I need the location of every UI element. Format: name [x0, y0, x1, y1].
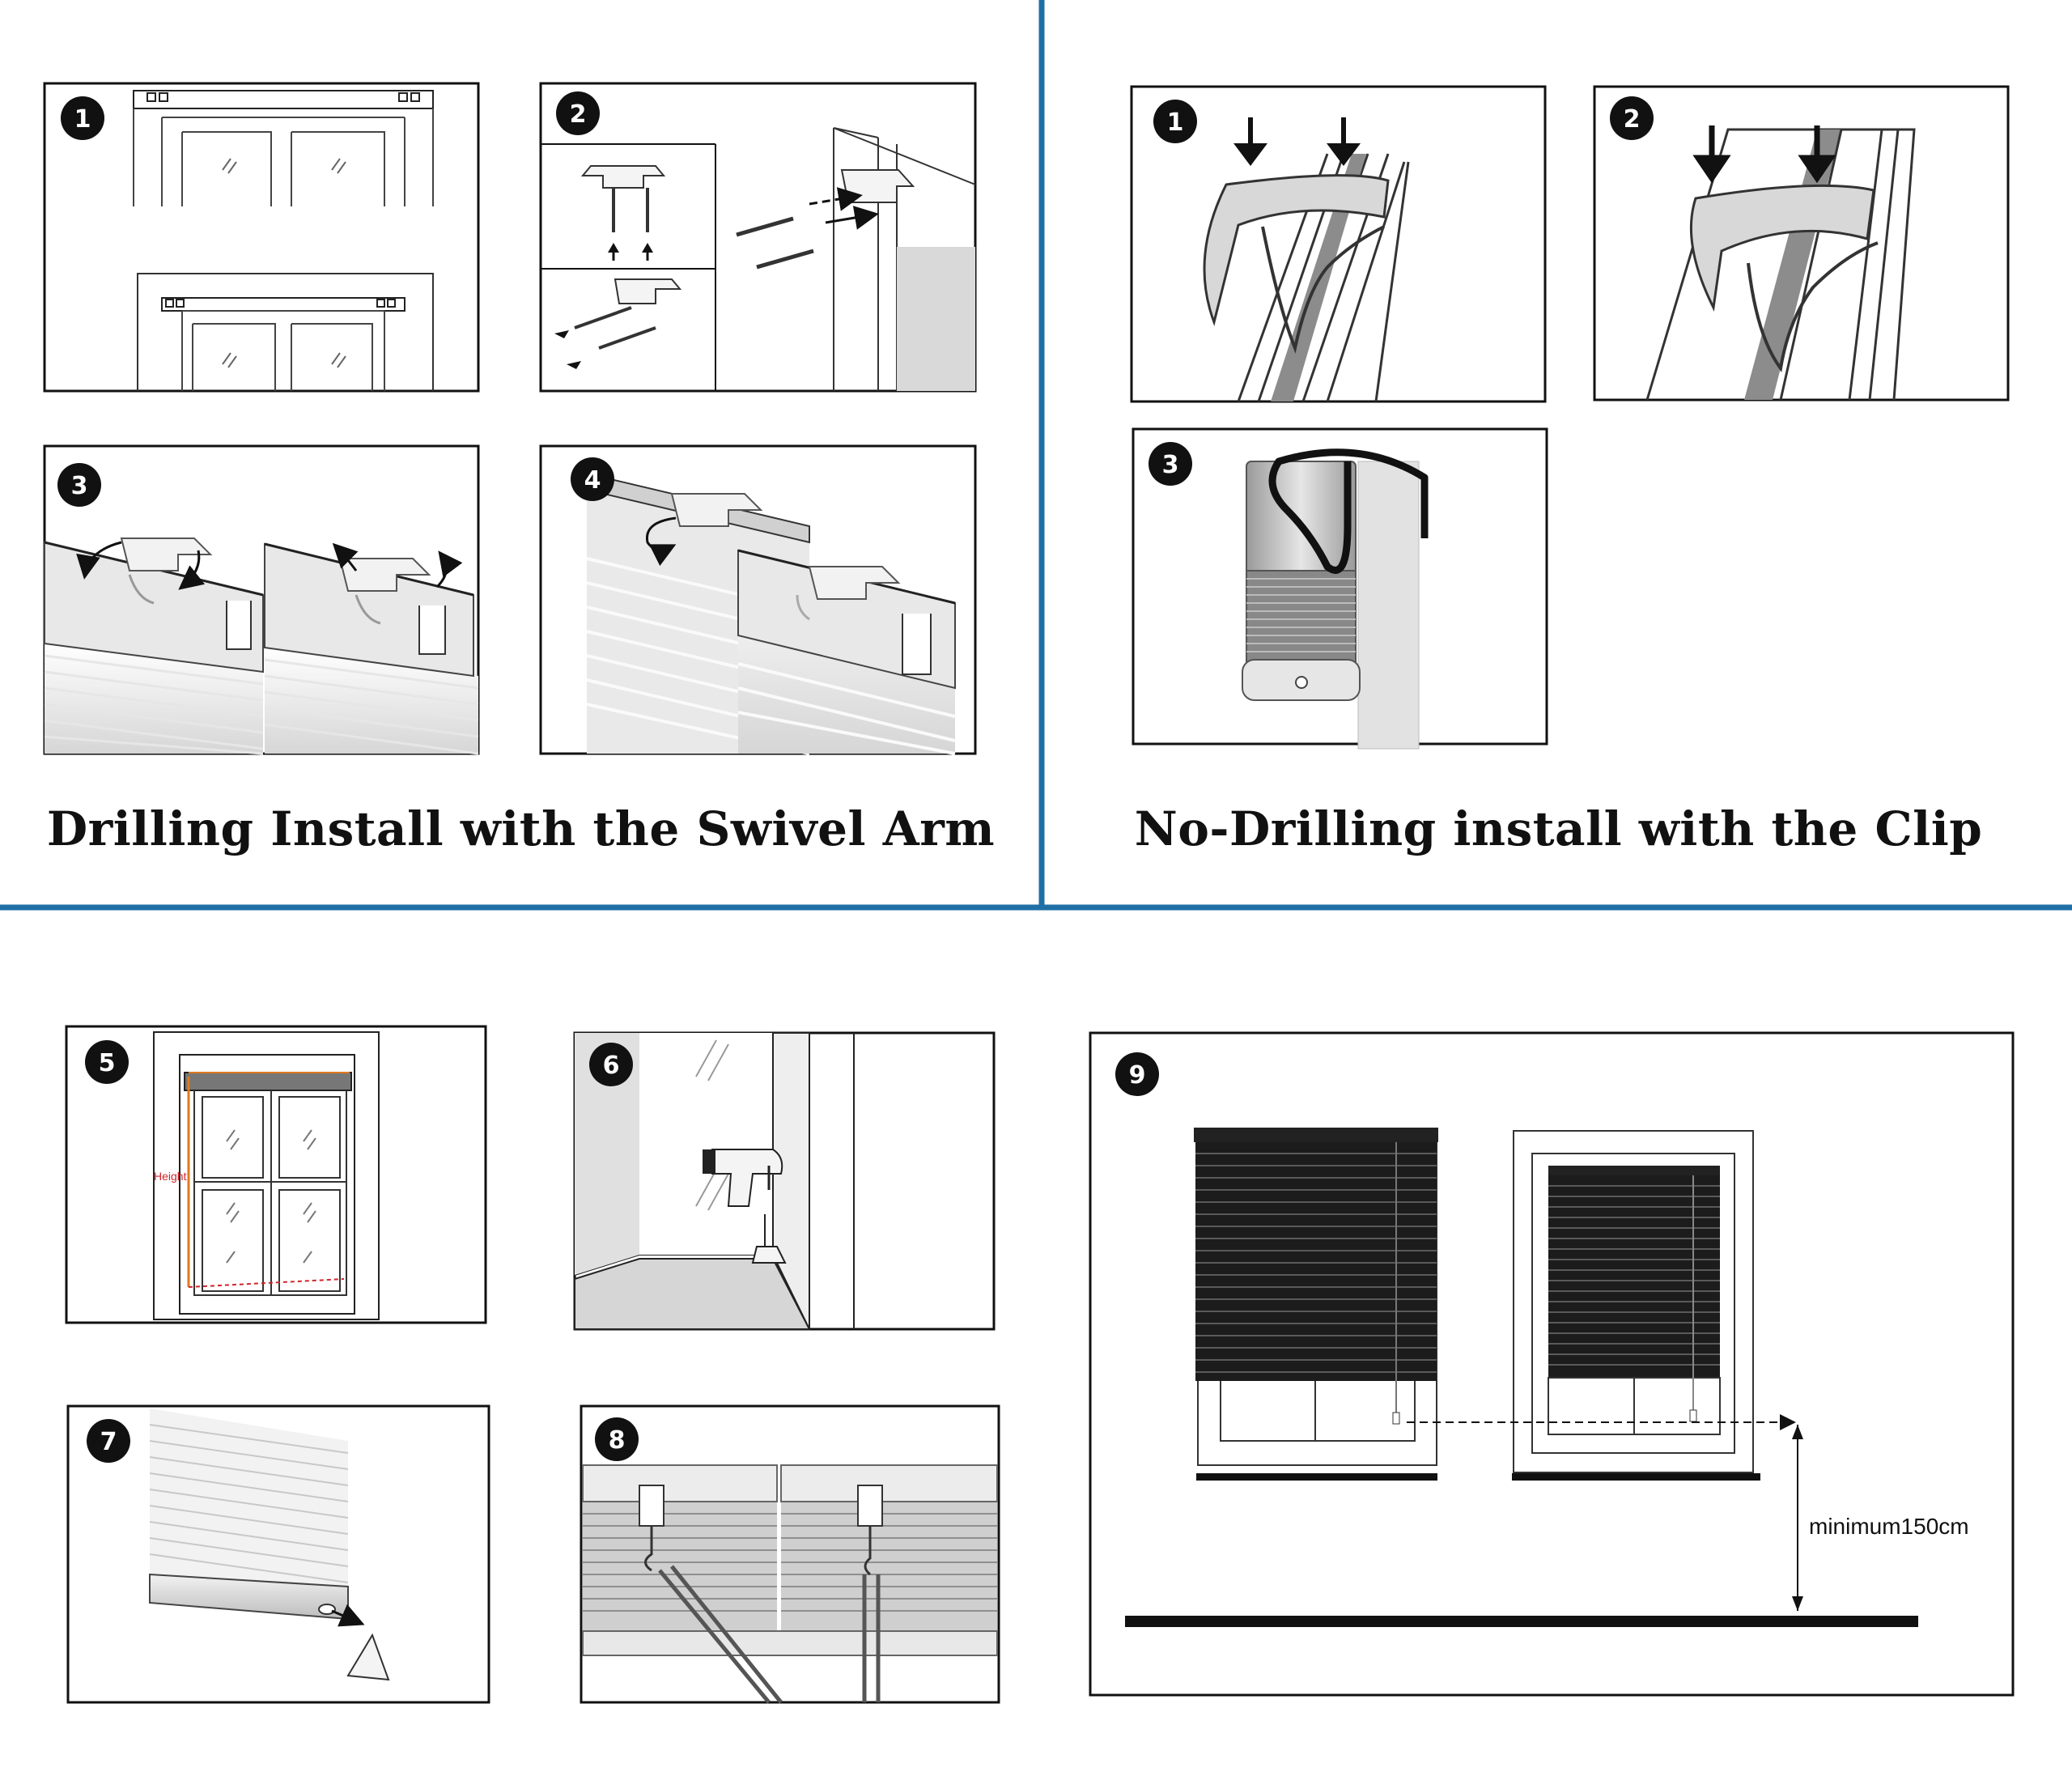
- panel-7-bottom-rail: 7: [66, 1404, 490, 1704]
- panel-9-height: minimum150cm 9: [1089, 1031, 2015, 1697]
- panel-8-wand: 8: [580, 1404, 1000, 1704]
- curved-arrow-icon: [76, 541, 122, 580]
- step-number: 2: [570, 100, 587, 129]
- arrow-up-icon: [608, 243, 653, 253]
- step-number: 3: [1162, 451, 1179, 479]
- step-number: 9: [1129, 1061, 1146, 1090]
- panel-5-measure: Height 5: [65, 1025, 487, 1324]
- clip-panel-1: 1: [1130, 85, 1547, 403]
- step-number: 6: [603, 1052, 620, 1080]
- drill-icon: [703, 1149, 783, 1207]
- step-number: 1: [1167, 108, 1184, 137]
- no-drilling-heading: No-Drilling install with the Clip: [1134, 801, 1983, 856]
- arrow-down-icon: [1233, 117, 1361, 166]
- floor-line: [1125, 1616, 1918, 1627]
- dashed-arrow-icon: [809, 187, 863, 211]
- step-number: 7: [100, 1428, 117, 1456]
- drill-panel-2: 2: [539, 82, 977, 393]
- step-number: 2: [1624, 105, 1641, 134]
- drill-panel-3: 3: [43, 444, 480, 755]
- drill-panel-1: 1: [43, 82, 480, 393]
- step-number: 8: [609, 1426, 626, 1455]
- step-number: 3: [71, 472, 88, 500]
- drill-panel-4: 4: [539, 444, 977, 755]
- step-number: 5: [99, 1049, 116, 1077]
- height-label: Height: [154, 1170, 187, 1183]
- arrow-right-icon: [554, 330, 581, 369]
- step-number: 4: [584, 466, 601, 495]
- panel-6-drill: 6: [573, 1031, 996, 1331]
- drilling-heading: Drilling Install with the Swivel Arm: [46, 801, 996, 856]
- minimum-height-label: minimum150cm: [1809, 1514, 1969, 1539]
- clip-panel-2: 2: [1593, 85, 2010, 402]
- clip-panel-3: 3: [1132, 427, 1548, 750]
- step-number: 1: [74, 105, 91, 134]
